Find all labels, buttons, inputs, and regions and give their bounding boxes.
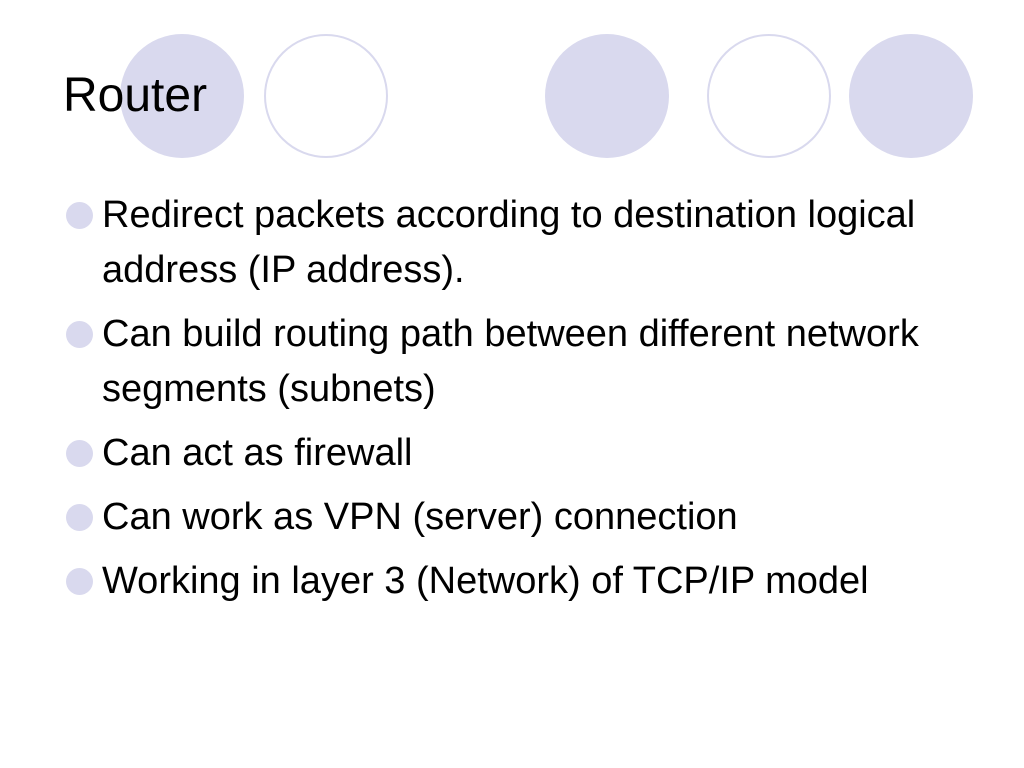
- bullet-item: Can act as firewall: [66, 426, 966, 481]
- bullet-item: Working in layer 3 (Network) of TCP/IP m…: [66, 554, 966, 609]
- bullet-icon: [66, 440, 93, 467]
- decorative-circle-outline-icon: [264, 34, 388, 158]
- bullet-icon: [66, 202, 93, 229]
- bullet-item: Can work as VPN (server) connection: [66, 490, 966, 545]
- bullet-text: Redirect packets according to destinatio…: [102, 194, 916, 291]
- bullet-icon: [66, 321, 93, 348]
- decorative-circle-outline-icon: [707, 34, 831, 158]
- bullet-text: Can act as firewall: [102, 432, 413, 474]
- bullet-text: Can work as VPN (server) connection: [102, 496, 738, 538]
- bullet-item: Redirect packets according to destinatio…: [66, 188, 966, 298]
- bullet-icon: [66, 504, 93, 531]
- slide-title: Router: [63, 69, 208, 122]
- bullet-list: Redirect packets according to destinatio…: [66, 188, 966, 618]
- decorative-circle-icon: [120, 34, 244, 158]
- bullet-text: Working in layer 3 (Network) of TCP/IP m…: [102, 560, 869, 602]
- bullet-item: Can build routing path between different…: [66, 307, 966, 417]
- bullet-text: Can build routing path between different…: [102, 313, 919, 410]
- decorative-circle-icon: [545, 34, 669, 158]
- bullet-icon: [66, 568, 93, 595]
- decorative-circle-icon: [849, 34, 973, 158]
